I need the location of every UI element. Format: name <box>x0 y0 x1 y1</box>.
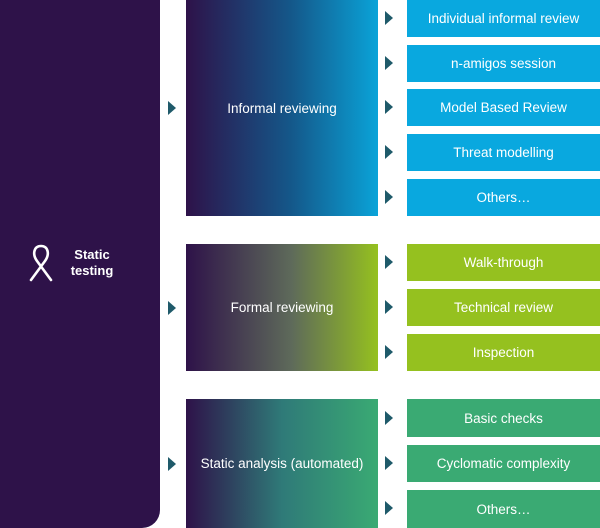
group-label: Informal reviewing <box>227 100 337 116</box>
arrow-to-leaf <box>385 100 393 114</box>
ribbon-icon <box>29 244 53 282</box>
group-informal-reviewing: Informal reviewing <box>186 0 378 216</box>
group-static-analysis: Static analysis (automated) <box>186 399 378 528</box>
arrow-to-formal <box>168 301 176 315</box>
arrow-to-static-analysis <box>168 457 176 471</box>
arrow-to-leaf <box>385 411 393 425</box>
arrow-to-informal <box>168 101 176 115</box>
leaf-basic-checks: Basic checks <box>407 399 600 437</box>
arrow-to-leaf <box>385 145 393 159</box>
root-label: Static testing <box>70 247 114 278</box>
arrow-to-leaf <box>385 11 393 25</box>
leaf-technical-review: Technical review <box>407 289 600 326</box>
leaf-model-based-review: Model Based Review <box>407 89 600 126</box>
leaf-n-amigos-session: n-amigos session <box>407 45 600 82</box>
arrow-to-leaf <box>385 456 393 470</box>
static-testing-root: Static testing <box>0 0 160 528</box>
arrow-to-leaf <box>385 300 393 314</box>
group-label: Formal reviewing <box>230 300 334 315</box>
arrow-to-leaf <box>385 345 393 359</box>
leaf-static-others: Others… <box>407 490 600 528</box>
group-formal-reviewing: Formal reviewing <box>186 244 378 371</box>
arrow-to-leaf <box>385 190 393 204</box>
arrow-to-leaf <box>385 56 393 70</box>
root-content: Static testing <box>28 243 118 283</box>
leaf-individual-informal-review: Individual informal review <box>407 0 600 37</box>
arrow-to-leaf <box>385 255 393 269</box>
group-label: Static analysis (automated) <box>200 456 364 471</box>
leaf-cyclomatic-complexity: Cyclomatic complexity <box>407 445 600 482</box>
leaf-threat-modelling: Threat modelling <box>407 134 600 171</box>
leaf-informal-others: Others… <box>407 179 600 216</box>
leaf-inspection: Inspection <box>407 334 600 371</box>
leaf-walk-through: Walk-through <box>407 244 600 281</box>
arrow-to-leaf <box>385 501 393 515</box>
